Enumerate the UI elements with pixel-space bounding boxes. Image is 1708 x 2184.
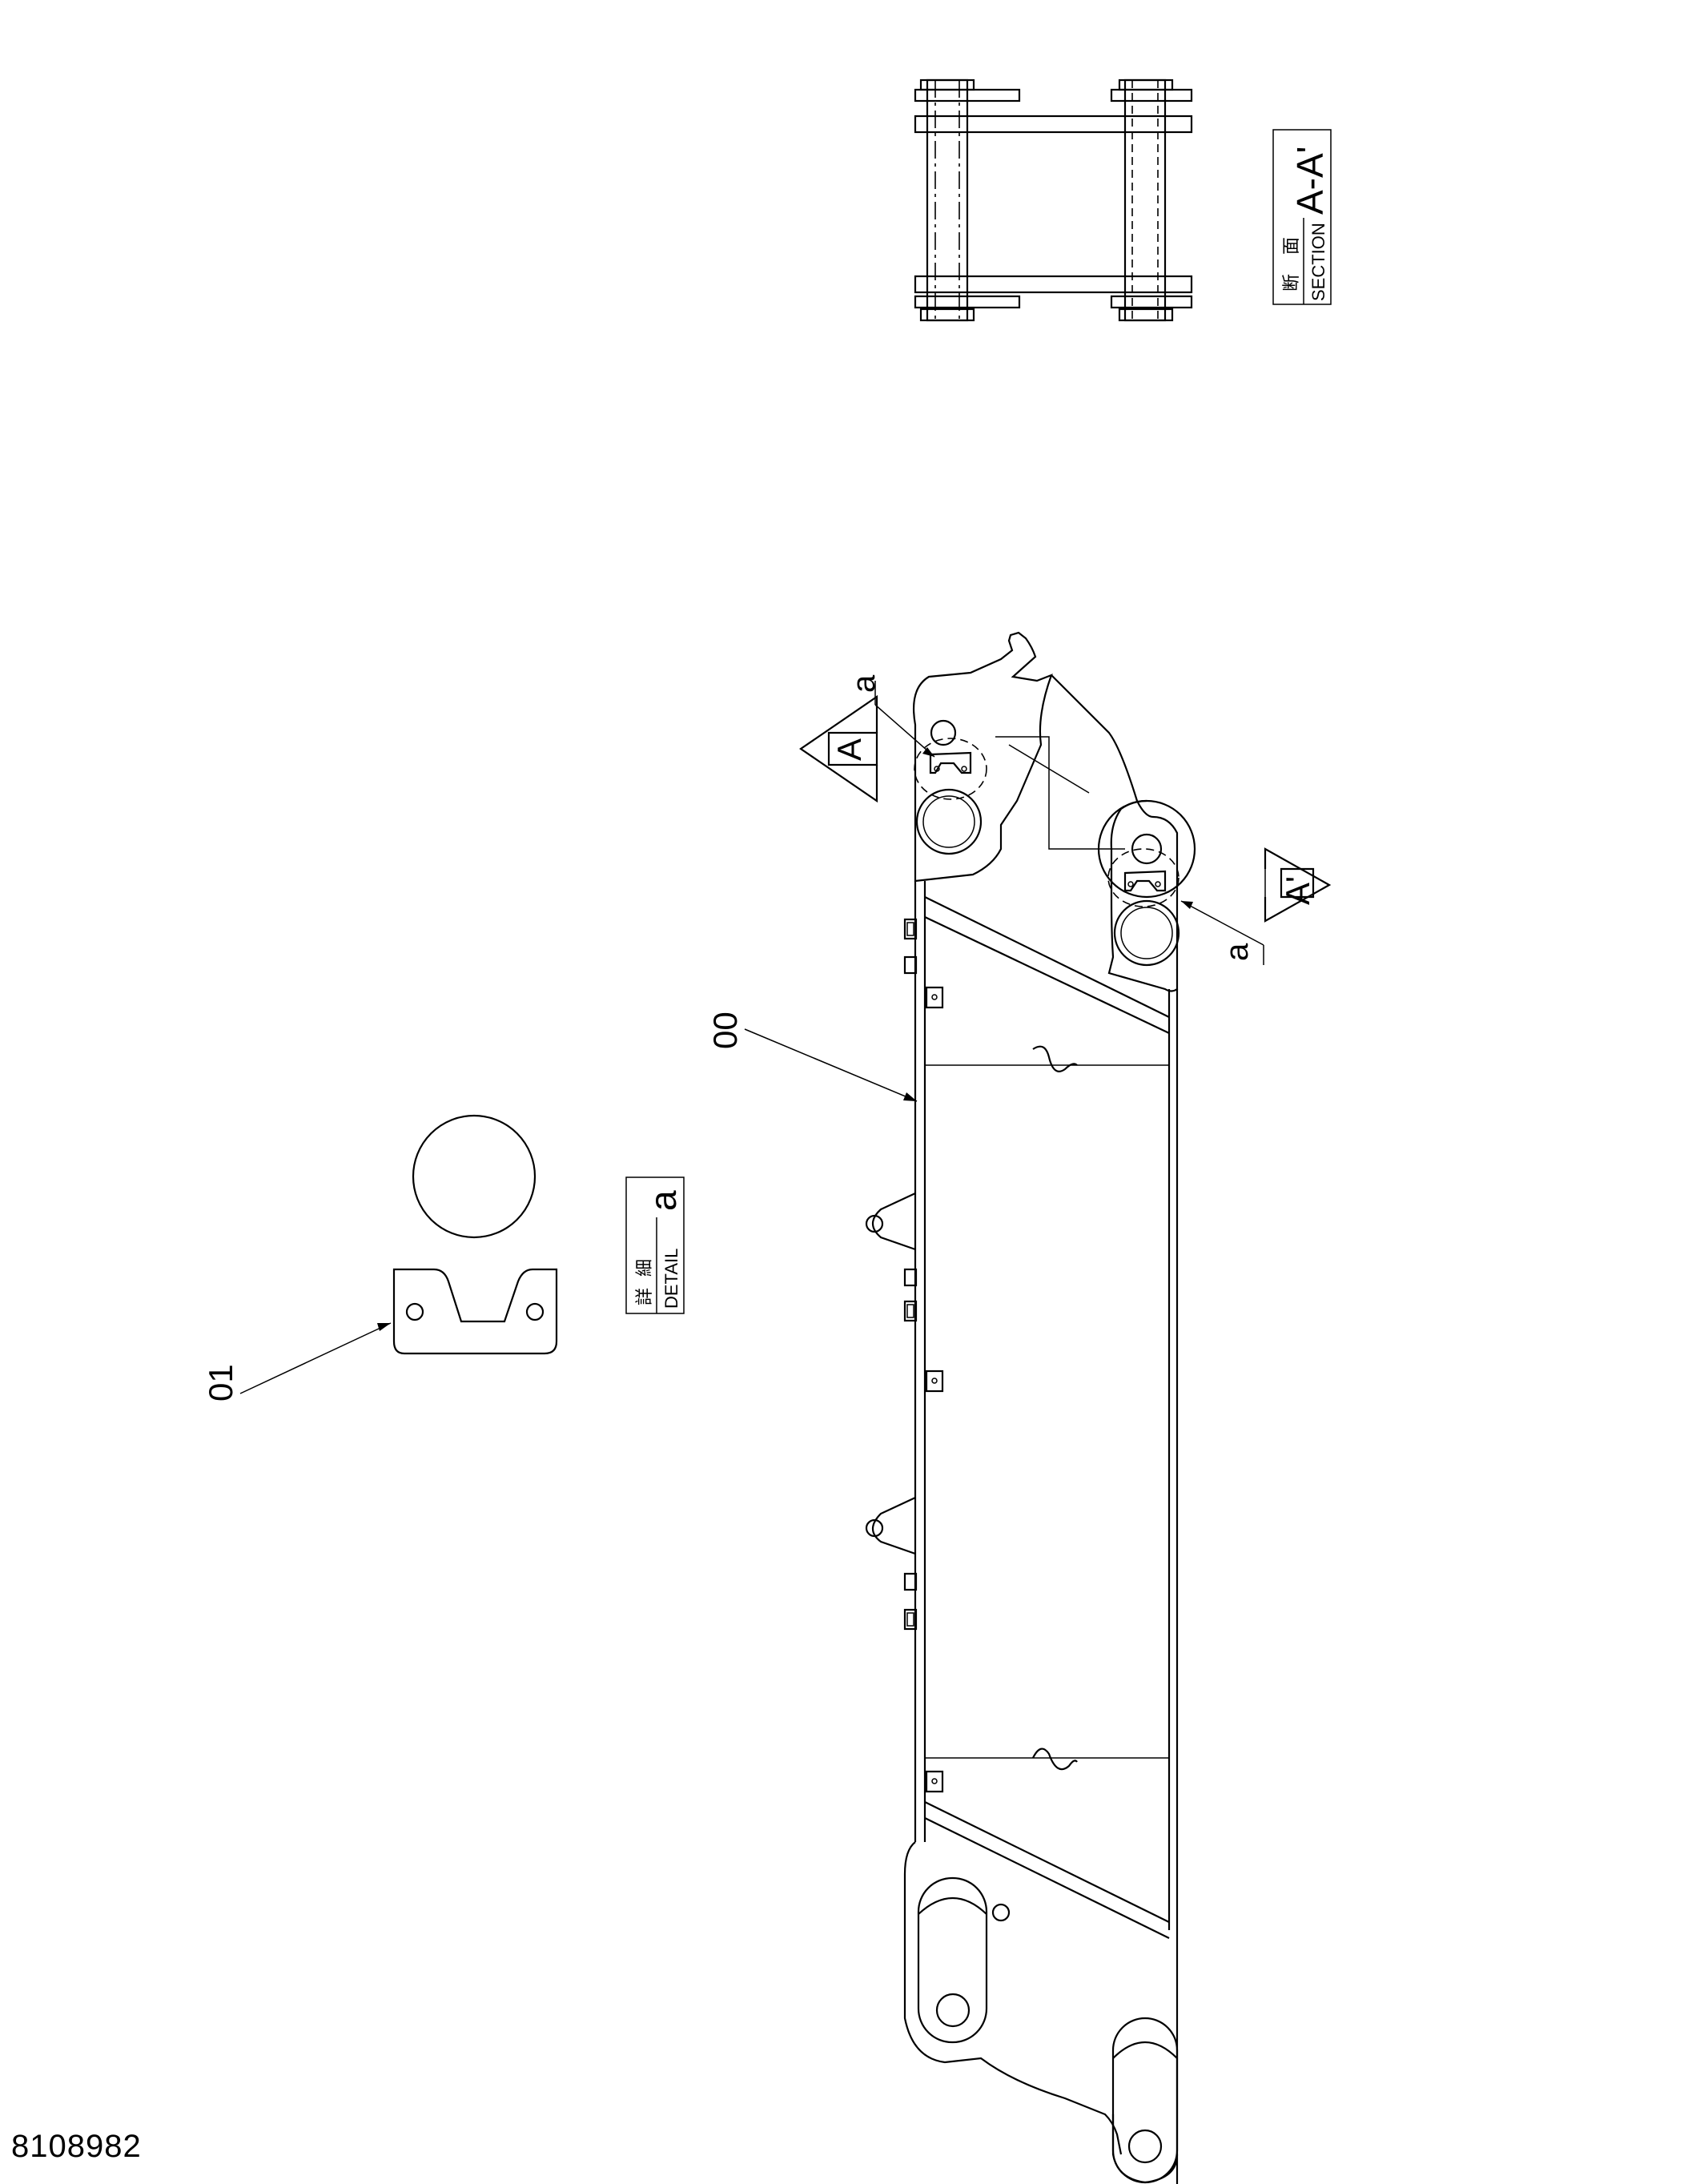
detail-a-view [392,1114,558,1355]
detail-jp-left: 詳 [634,1288,654,1305]
part-label-boom: 00 [706,1012,918,1102]
detail-id: a [642,1190,684,1211]
detail-marker-upper-label: a [846,674,882,693]
section-arrow-a-prime-label: A' [1279,876,1316,905]
detail-marker-upper: a [846,674,935,758]
detail-title-block: 詳 細 DETAIL a [625,1176,685,1314]
section-title-block: 断 面 SECTION A-A' [1272,129,1332,305]
section-arrow-a: A [799,694,878,803]
section-jp-right: 面 [1281,237,1301,255]
section-arrow-a-prime: A' [1264,847,1332,923]
part-label-boom-text: 00 [706,1012,744,1049]
section-arrow-a-label: A [830,738,868,761]
section-a-a-view [914,78,1193,322]
detail-label-en: DETAIL [661,1249,681,1309]
detail-marker-lower: a [1180,900,1264,965]
section-label-en: SECTION [1308,223,1328,301]
drawing-number: 8108982 [11,2129,142,2164]
detail-jp-right: 細 [634,1259,654,1277]
detail-marker-lower-label: a [1220,943,1255,961]
boom-main-view [865,631,1196,2184]
part-label-plate-text: 01 [202,1364,239,1402]
part-label-plate: 01 [202,1322,392,1402]
section-jp-left: 断 [1281,274,1301,292]
section-id: A-A' [1289,147,1331,215]
